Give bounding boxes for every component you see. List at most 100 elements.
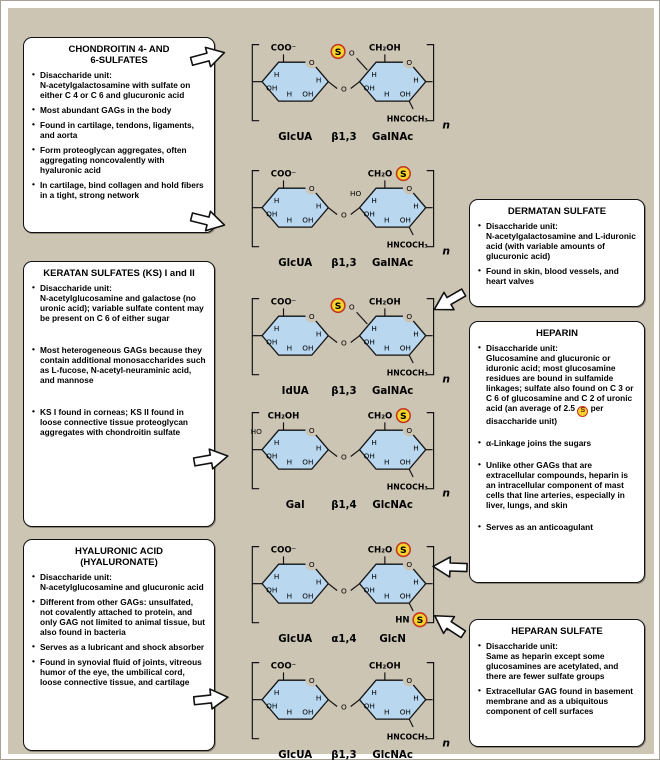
linkage-label: β1,3 (331, 750, 356, 761)
sugar-name-left: GlcUA (278, 132, 312, 143)
callout-arrow (188, 205, 229, 237)
sugar-name-left: GlcUA (278, 750, 312, 761)
right-top-group: CH₂OH (369, 297, 401, 307)
chem-label: OH (302, 89, 313, 98)
sugar-ring (358, 187, 427, 228)
bracket-left (251, 662, 260, 740)
sugar-name-right: GlcNAc (372, 750, 412, 761)
bullet-item: Disaccharide unit: N-acetylgalactosamine… (477, 221, 637, 262)
right-bottom-group: HN (395, 616, 409, 626)
disaccharide-structure-svg: nOOHOHHOHHOHOHHOHHCOO⁻CH₂OSHNSGlcUAα1,4G… (251, 541, 450, 645)
chem-label: H (274, 324, 280, 333)
chem-label: H (371, 688, 377, 697)
sugar-ring (358, 315, 427, 356)
linkage-label: β1,3 (331, 386, 356, 397)
ring-oxygen: O (309, 426, 315, 435)
sulfate-letter: S (335, 47, 342, 58)
chem-label: H (287, 343, 293, 352)
sugar-ring (358, 679, 427, 720)
sugar-ring (261, 187, 330, 228)
bracket-right (426, 44, 435, 122)
chem-label: H (287, 215, 293, 224)
bracket-right (426, 662, 435, 740)
bullet-item: Disaccharide unit: N-acetylglucosamine a… (31, 283, 207, 324)
chem-label: H (287, 591, 293, 600)
repeat-subscript-n: n (442, 372, 450, 385)
callout-title: KERATAN SULFATES (KS) I and II (43, 268, 195, 279)
callout-title: DERMATAN SULFATE (507, 206, 607, 217)
bracket-right (426, 412, 435, 490)
right-bottom-group: HNCOCH₃ (387, 115, 428, 124)
chem-label: H (316, 330, 322, 339)
callout-heparan-sulfate: HEPARAN SULFATE Disaccharide unit: Same … (469, 619, 645, 747)
chem-label: H (274, 438, 280, 447)
ring-oxygen: O (309, 184, 315, 193)
left-top-group: CH₂OH (268, 411, 300, 421)
sugar-ring (261, 679, 330, 720)
left-top-group: COO⁻ (271, 43, 296, 53)
right-top-group: CH₂O (368, 169, 392, 179)
bracket-left (251, 412, 260, 490)
linkage-label: β1,3 (331, 132, 356, 143)
chem-label: OH (364, 451, 375, 460)
ring-oxygen: O (309, 58, 315, 67)
callout-keratan-sulfates: KERATAN SULFATES (KS) I and II Disacchar… (23, 261, 215, 527)
bullet-item: Serves as a lubricant and shock absorber (31, 642, 207, 653)
sugar-name-right: GalNAc (372, 386, 413, 397)
left-top-group: COO⁻ (271, 545, 296, 555)
chem-label: H (371, 438, 377, 447)
chem-label: OH (266, 209, 277, 218)
linkage-label: β1,3 (331, 258, 356, 269)
ring-oxygen: O (406, 312, 412, 321)
bracket-left (251, 546, 260, 624)
chem-label: HO (251, 427, 262, 436)
chem-label: H (316, 202, 322, 211)
chem-label: HO (350, 189, 361, 198)
sugar-name-left: IdUA (282, 386, 309, 397)
bracket-left (251, 298, 260, 376)
bullet-item: Found in skin, blood vessels, and heart … (477, 266, 637, 287)
repeat-subscript-n: n (442, 736, 450, 749)
bullet-item: Found in cartilage, tendons, ligaments, … (31, 120, 207, 141)
left-top-group: COO⁻ (271, 297, 296, 307)
chem-label: H (384, 457, 390, 466)
glycosidic-oxygen: O (341, 702, 347, 711)
chem-label: O (349, 48, 355, 57)
chem-label: OH (302, 591, 313, 600)
bullet-item: In cartilage, bind collagen and hold fib… (31, 180, 207, 201)
linkage-label: α1,4 (331, 634, 356, 645)
bullet-item: Serves as an anticoagulant (477, 522, 637, 533)
sugar-name-left: GlcUA (278, 258, 312, 269)
bullet-list: Disaccharide unit: N-acetylgalactosamine… (477, 221, 637, 287)
bracket-right (426, 170, 435, 248)
chem-label: H (316, 444, 322, 453)
chem-label: OH (302, 343, 313, 352)
chem-label: H (413, 76, 419, 85)
chem-label: OH (400, 215, 411, 224)
bracket-left (251, 44, 260, 122)
sulfate-icon (395, 407, 411, 424)
bracket-right (426, 298, 435, 376)
bracket-left (251, 170, 260, 248)
chem-label: H (371, 572, 377, 581)
bullet-list: Disaccharide unit: Glucosamine and glucu… (477, 343, 637, 533)
ring-oxygen: O (309, 676, 315, 685)
chem-label: OH (266, 701, 277, 710)
chem-label: H (287, 707, 293, 716)
chem-label: H (384, 591, 390, 600)
chem-label: H (413, 578, 419, 587)
callout-arrow (188, 41, 229, 73)
chem-label: H (384, 707, 390, 716)
ring-oxygen: O (406, 426, 412, 435)
chem-label: H (274, 70, 280, 79)
ring-oxygen: O (406, 560, 412, 569)
left-top-group: COO⁻ (271, 661, 296, 671)
chem-label: OH (302, 707, 313, 716)
right-bottom-group: HNCOCH₃ (387, 241, 428, 250)
sulfate-icon: S (577, 405, 589, 417)
glycosidic-oxygen: O (341, 452, 347, 461)
chem-label: OH (364, 701, 375, 710)
